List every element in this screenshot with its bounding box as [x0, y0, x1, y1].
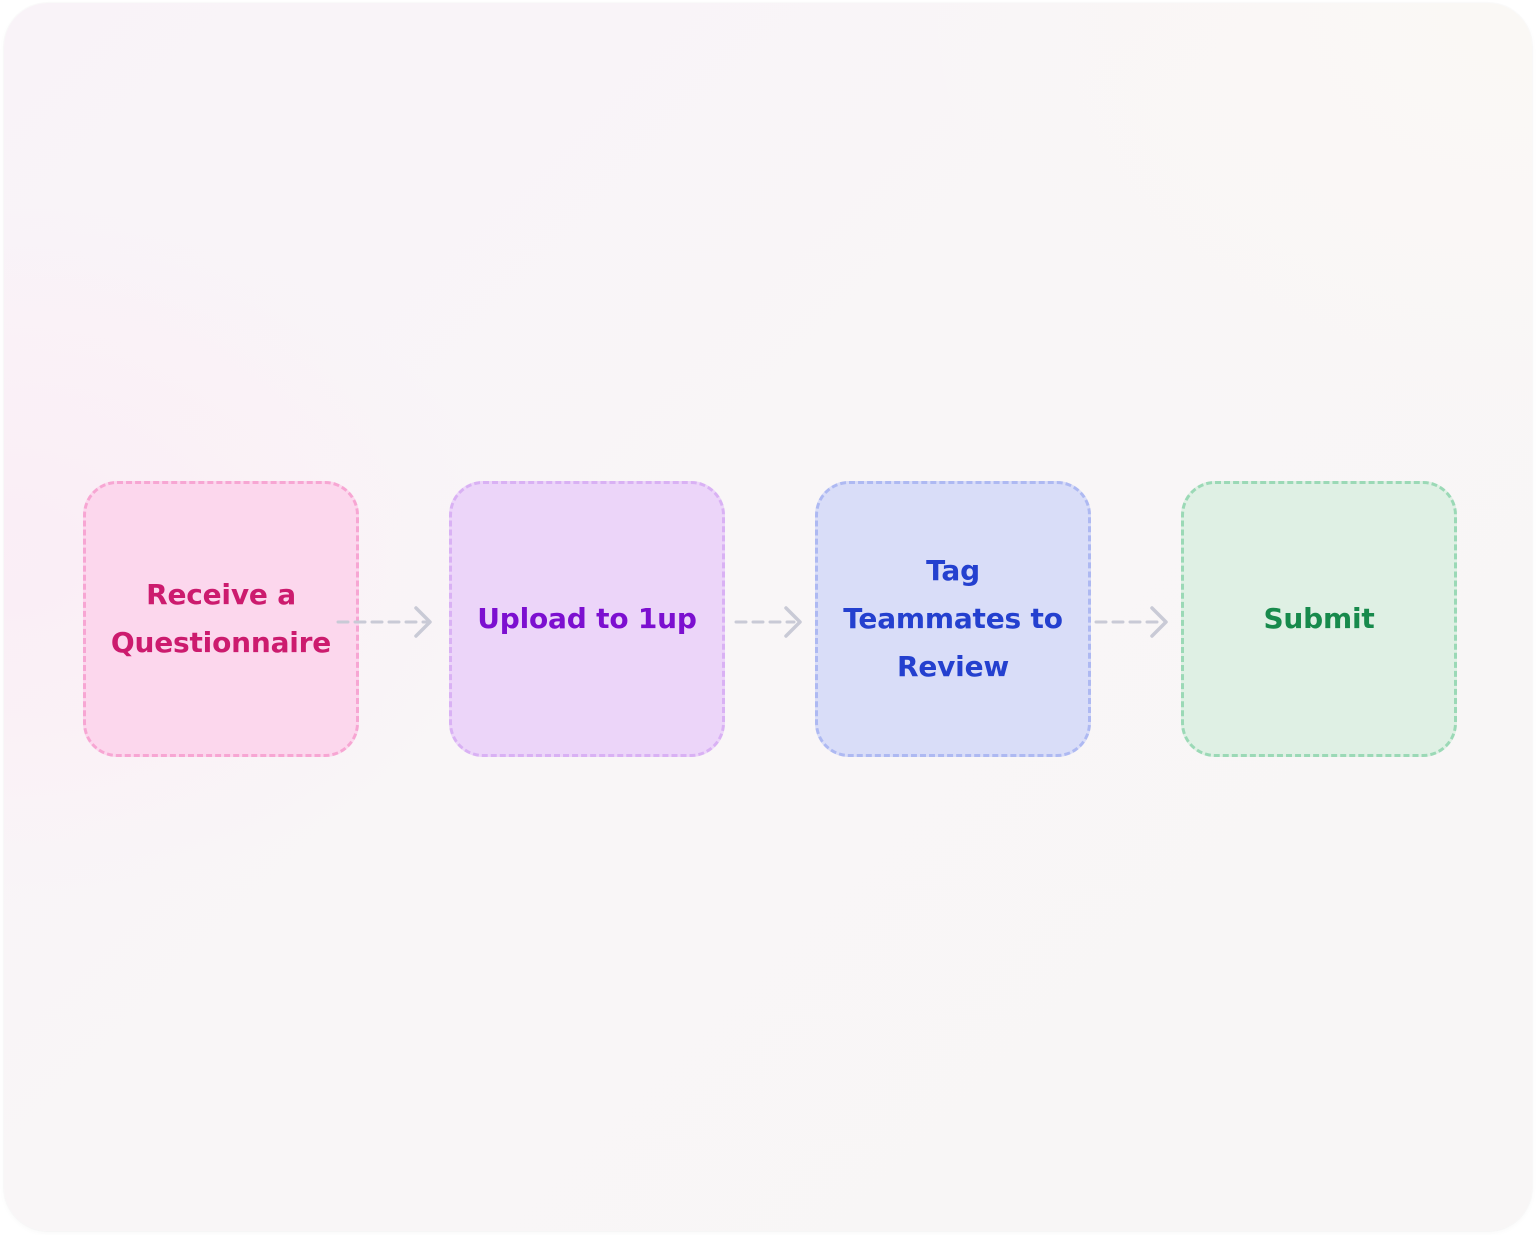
- step-label: Tag Teammates to Review: [843, 554, 1063, 683]
- step-label: Receive a Questionnaire: [110, 578, 332, 659]
- step-label: Upload to 1up: [477, 602, 697, 635]
- step-submit: Submit: [1181, 481, 1457, 757]
- dashed-arrow-right-icon: [734, 606, 802, 638]
- diagram-card: Receive a Questionnaire Upload to 1up Ta…: [4, 3, 1532, 1231]
- step-tag-teammates: Tag Teammates to Review: [815, 481, 1091, 757]
- step-receive-questionnaire: Receive a Questionnaire: [83, 481, 359, 757]
- step-upload: Upload to 1up: [449, 481, 725, 757]
- dashed-arrow-right-icon: [1094, 606, 1168, 638]
- dashed-arrow-right-icon: [336, 606, 432, 638]
- step-label: Submit: [1263, 602, 1375, 635]
